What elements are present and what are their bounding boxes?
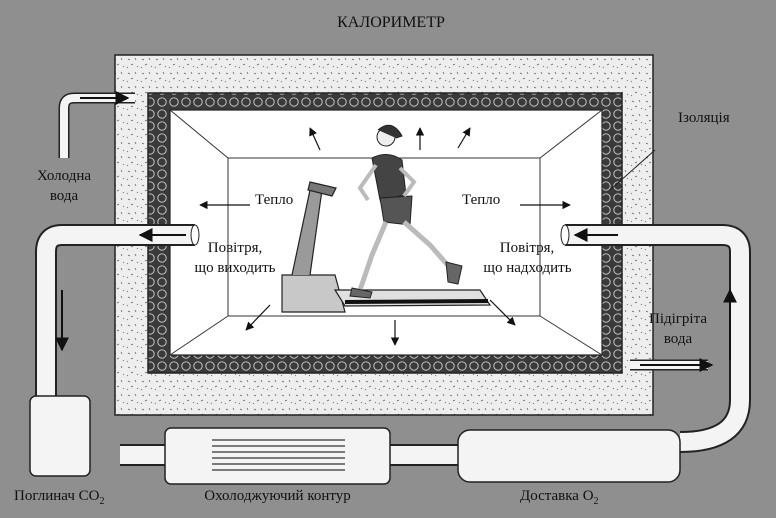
co2-absorber-label: Поглинач CO2: [14, 488, 105, 507]
heat-label-left: Тепло: [255, 192, 294, 208]
cold-water-label-line2: вода: [49, 188, 79, 204]
room-perspective: [169, 109, 603, 356]
insulation-label: Ізоляція: [678, 110, 730, 126]
cooling-coil-lines: [212, 439, 345, 471]
air-in-label-line2: що надходить: [483, 260, 572, 276]
heat-label-right: Тепло: [462, 192, 501, 208]
warm-water-label-line2: вода: [663, 331, 693, 347]
air-in-label-line1: Повітря,: [499, 240, 555, 256]
cold-water-label-line1: Холодна: [36, 168, 92, 184]
air-out-label-line2: що виходить: [194, 260, 276, 276]
heat-arrows: [199, 127, 571, 346]
warm-water-label-line1: Підігріта: [648, 311, 707, 327]
o2-supply: [457, 429, 681, 483]
co2-absorber: [29, 395, 91, 477]
o2-supply-label: Доставка O2: [520, 488, 599, 507]
runner-figure: [349, 124, 463, 299]
cooling-circuit-label: Охолоджуючий контур: [204, 488, 351, 504]
cooling-circuit: [164, 427, 391, 485]
chamber-room: [169, 109, 603, 356]
air-out-label-line1: Повітря,: [207, 240, 263, 256]
treadmill: [281, 181, 492, 313]
diagram-title: КАЛОРИМЕТР: [337, 14, 445, 31]
